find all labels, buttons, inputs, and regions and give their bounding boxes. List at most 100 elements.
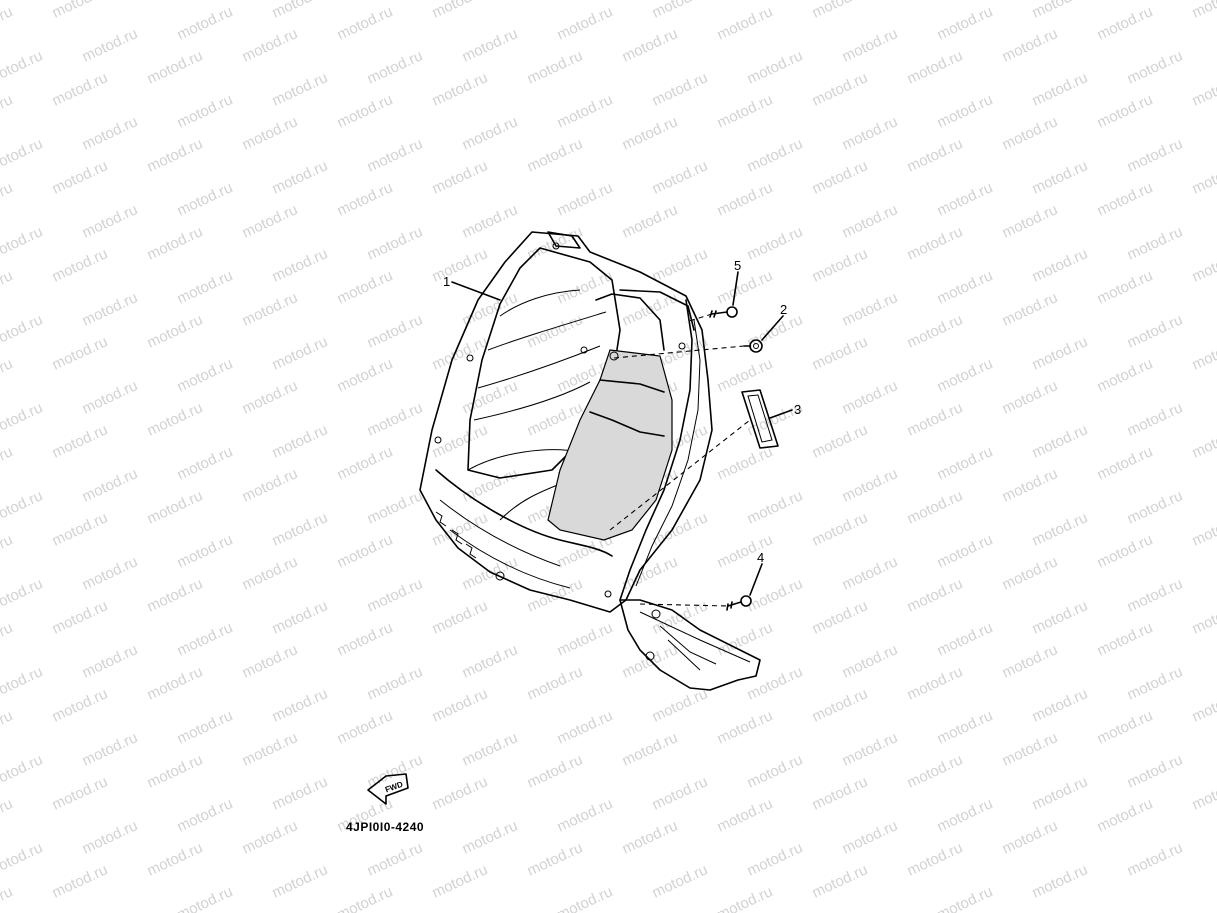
watermark-text: motod.ru — [620, 729, 681, 769]
watermark-text: motod.ru — [1125, 47, 1186, 87]
watermark-text: motod.ru — [935, 707, 996, 747]
watermark-text: motod.ru — [335, 443, 396, 483]
watermark-text: motod.ru — [1030, 685, 1091, 725]
watermark-text: motod.ru — [745, 487, 806, 527]
watermark-text: motod.ru — [175, 883, 236, 913]
watermark-text: motod.ru — [810, 245, 871, 285]
watermark-text: motod.ru — [335, 3, 396, 43]
watermark-text: motod.ru — [335, 619, 396, 659]
watermark-text: motod.ru — [0, 355, 15, 395]
watermark-text: motod.ru — [365, 311, 426, 351]
watermark-text: motod.ru — [1190, 245, 1217, 285]
watermark-text: motod.ru — [0, 883, 15, 913]
watermark-text: motod.ru — [1190, 773, 1217, 813]
watermark-text: motod.ru — [270, 0, 331, 22]
watermark-text: motod.ru — [175, 443, 236, 483]
watermark-text: motod.ru — [80, 553, 141, 593]
watermark-text: motod.ru — [175, 3, 236, 43]
watermark-text: motod.ru — [50, 421, 111, 461]
watermark-text: motod.ru — [1030, 0, 1091, 22]
watermark-text: motod.ru — [1190, 597, 1217, 637]
watermark-text: motod.ru — [840, 817, 901, 857]
watermark-text: motod.ru — [525, 839, 586, 879]
watermark-text: motod.ru — [240, 25, 301, 65]
watermark-text: motod.ru — [840, 641, 901, 681]
watermark-text: motod.ru — [810, 157, 871, 197]
watermark-text: motod.ru — [335, 883, 396, 913]
watermark-text: motod.ru — [0, 795, 15, 835]
screw-part-4 — [726, 595, 752, 611]
watermark-text: motod.ru — [905, 399, 966, 439]
watermark-text: motod.ru — [335, 355, 396, 395]
watermark-text: motod.ru — [810, 0, 871, 22]
watermark-text: motod.ru — [555, 3, 616, 43]
watermark-text: motod.ru — [0, 311, 45, 351]
watermark-text: motod.ru — [620, 201, 681, 241]
watermark-text: motod.ru — [50, 685, 111, 725]
watermark-text: motod.ru — [335, 707, 396, 747]
watermark-text: motod.ru — [1000, 25, 1061, 65]
watermark-text: motod.ru — [1125, 135, 1186, 175]
watermark-text: motod.ru — [145, 311, 206, 351]
watermark-text: motod.ru — [1030, 333, 1091, 373]
watermark-text: motod.ru — [810, 421, 871, 461]
watermark-text: motod.ru — [715, 883, 776, 913]
watermark-text: motod.ru — [935, 795, 996, 835]
watermark-text: motod.ru — [715, 179, 776, 219]
watermark-text: motod.ru — [715, 531, 776, 571]
watermark-text: motod.ru — [715, 619, 776, 659]
watermark-text: motod.ru — [1030, 861, 1091, 901]
watermark-text: motod.ru — [1030, 773, 1091, 813]
watermark-text: motod.ru — [745, 135, 806, 175]
watermark-text: motod.ru — [270, 69, 331, 109]
watermark-text: motod.ru — [525, 311, 586, 351]
watermark-text: motod.ru — [0, 707, 15, 747]
watermark-text: motod.ru — [460, 465, 521, 505]
watermark-text: motod.ru — [240, 465, 301, 505]
watermark-text: motod.ru — [0, 399, 45, 439]
watermark-text: motod.ru — [270, 685, 331, 725]
watermark-text: motod.ru — [240, 289, 301, 329]
watermark-text: motod.ru — [460, 377, 521, 417]
watermark-text: motod.ru — [335, 267, 396, 307]
watermark-text: motod.ru — [840, 729, 901, 769]
watermark-text: motod.ru — [1000, 553, 1061, 593]
watermark-text: motod.ru — [935, 443, 996, 483]
watermark-text: motod.ru — [175, 179, 236, 219]
watermark-text: motod.ru — [145, 663, 206, 703]
watermark-text: motod.ru — [365, 575, 426, 615]
watermark-text: motod.ru — [1000, 289, 1061, 329]
fwd-arrow-icon: FWD — [367, 773, 409, 805]
watermark-text: motod.ru — [715, 795, 776, 835]
watermark-text: motod.ru — [240, 113, 301, 153]
watermark-text: motod.ru — [525, 135, 586, 175]
watermark-text: motod.ru — [0, 179, 15, 219]
watermark-text: motod.ru — [1000, 201, 1061, 241]
watermark-text: motod.ru — [1190, 685, 1217, 725]
watermark-text: motod.ru — [810, 509, 871, 549]
watermark-text: motod.ru — [905, 751, 966, 791]
watermark-text: motod.ru — [555, 179, 616, 219]
watermark-text: motod.ru — [175, 267, 236, 307]
watermark-text: motod.ru — [0, 223, 45, 263]
watermark-text: motod.ru — [50, 597, 111, 637]
watermark-text: motod.ru — [430, 861, 491, 901]
watermark-text: motod.ru — [840, 289, 901, 329]
watermark-text: motod.ru — [905, 487, 966, 527]
watermark-text: motod.ru — [240, 729, 301, 769]
watermark-text: motod.ru — [145, 399, 206, 439]
watermark-text: motod.ru — [810, 861, 871, 901]
watermark-text: motod.ru — [0, 135, 45, 175]
watermark-text: motod.ru — [1190, 333, 1217, 373]
watermark-text: motod.ru — [1000, 641, 1061, 681]
watermark-text: motod.ru — [460, 553, 521, 593]
watermark-text: motod.ru — [430, 773, 491, 813]
watermark-text: motod.ru — [145, 751, 206, 791]
watermark-text: motod.ru — [905, 311, 966, 351]
watermark-text: motod.ru — [430, 245, 491, 285]
leader-lines — [451, 271, 793, 607]
watermark-text: motod.ru — [80, 25, 141, 65]
watermark-text: motod.ru — [935, 883, 996, 913]
watermark-text: motod.ru — [650, 861, 711, 901]
